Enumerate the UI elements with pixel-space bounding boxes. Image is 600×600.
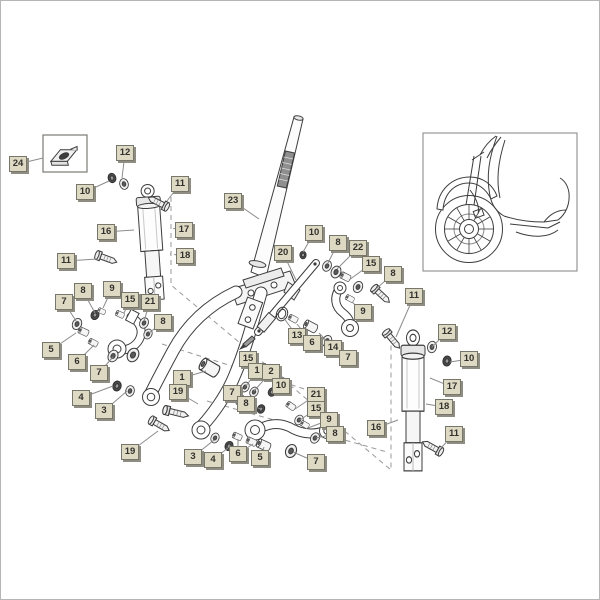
part-callout-4: 4 bbox=[204, 452, 222, 468]
rocker-arm-upper-left bbox=[107, 308, 146, 359]
part-callout-18: 18 bbox=[176, 248, 194, 264]
part-callout-8: 8 bbox=[326, 426, 344, 442]
part-callout-11: 11 bbox=[171, 176, 189, 192]
part-callout-2: 2 bbox=[262, 364, 280, 380]
part-callout-7: 7 bbox=[223, 385, 241, 401]
part-callout-10: 10 bbox=[460, 351, 478, 367]
part-callout-11: 11 bbox=[405, 288, 423, 304]
part-callout-10: 10 bbox=[76, 184, 94, 200]
retainer-clip-box bbox=[42, 134, 88, 173]
part-callout-5: 5 bbox=[42, 342, 60, 358]
part-callout-5: 5 bbox=[251, 450, 269, 466]
scooter-front-view bbox=[435, 135, 570, 263]
part-callout-12: 12 bbox=[438, 324, 456, 340]
part-callout-8: 8 bbox=[154, 314, 172, 330]
part-callout-3: 3 bbox=[95, 403, 113, 419]
part-callout-14: 14 bbox=[324, 340, 342, 356]
part-callout-9: 9 bbox=[103, 281, 121, 297]
part-callout-8: 8 bbox=[74, 283, 92, 299]
part-callout-9: 9 bbox=[354, 304, 372, 320]
part-callout-11: 11 bbox=[445, 426, 463, 442]
part-callout-6: 6 bbox=[68, 354, 86, 370]
hardware-small-parts bbox=[70, 171, 453, 460]
scooter-front-reference bbox=[422, 132, 578, 272]
part-callout-19: 19 bbox=[169, 384, 187, 400]
part-callout-19: 19 bbox=[121, 444, 139, 460]
part-callout-17: 17 bbox=[443, 379, 461, 395]
part-callout-7: 7 bbox=[90, 365, 108, 381]
part-callout-6: 6 bbox=[229, 446, 247, 462]
part-callout-3: 3 bbox=[184, 449, 202, 465]
part-callout-4: 4 bbox=[72, 390, 90, 406]
retainer-clip bbox=[49, 145, 78, 166]
part-callout-8: 8 bbox=[384, 266, 402, 282]
part-callout-15: 15 bbox=[121, 292, 139, 308]
part-callout-10: 10 bbox=[272, 378, 290, 394]
part-callout-21: 21 bbox=[141, 294, 159, 310]
part-callout-8: 8 bbox=[329, 235, 347, 251]
part-callout-16: 16 bbox=[367, 420, 385, 436]
part-callout-20: 20 bbox=[274, 245, 292, 261]
part-callout-23: 23 bbox=[224, 193, 242, 209]
part-callout-24: 24 bbox=[9, 156, 27, 172]
part-callout-7: 7 bbox=[307, 454, 325, 470]
part-callout-12: 12 bbox=[116, 145, 134, 161]
fork-legs bbox=[142, 285, 268, 440]
part-callout-7: 7 bbox=[339, 350, 357, 366]
part-callout-11: 11 bbox=[57, 253, 75, 269]
part-callout-16: 16 bbox=[97, 224, 115, 240]
part-callout-7: 7 bbox=[55, 294, 73, 310]
part-callout-17: 17 bbox=[175, 222, 193, 238]
part-callout-10: 10 bbox=[305, 225, 323, 241]
part-callout-6: 6 bbox=[303, 335, 321, 351]
torque-link bbox=[239, 259, 320, 350]
rocker-arm-upper-right bbox=[331, 281, 359, 337]
part-callout-15: 15 bbox=[362, 256, 380, 272]
part-callout-22: 22 bbox=[349, 240, 367, 256]
part-callout-18: 18 bbox=[435, 399, 453, 415]
part-callout-8: 8 bbox=[237, 396, 255, 412]
